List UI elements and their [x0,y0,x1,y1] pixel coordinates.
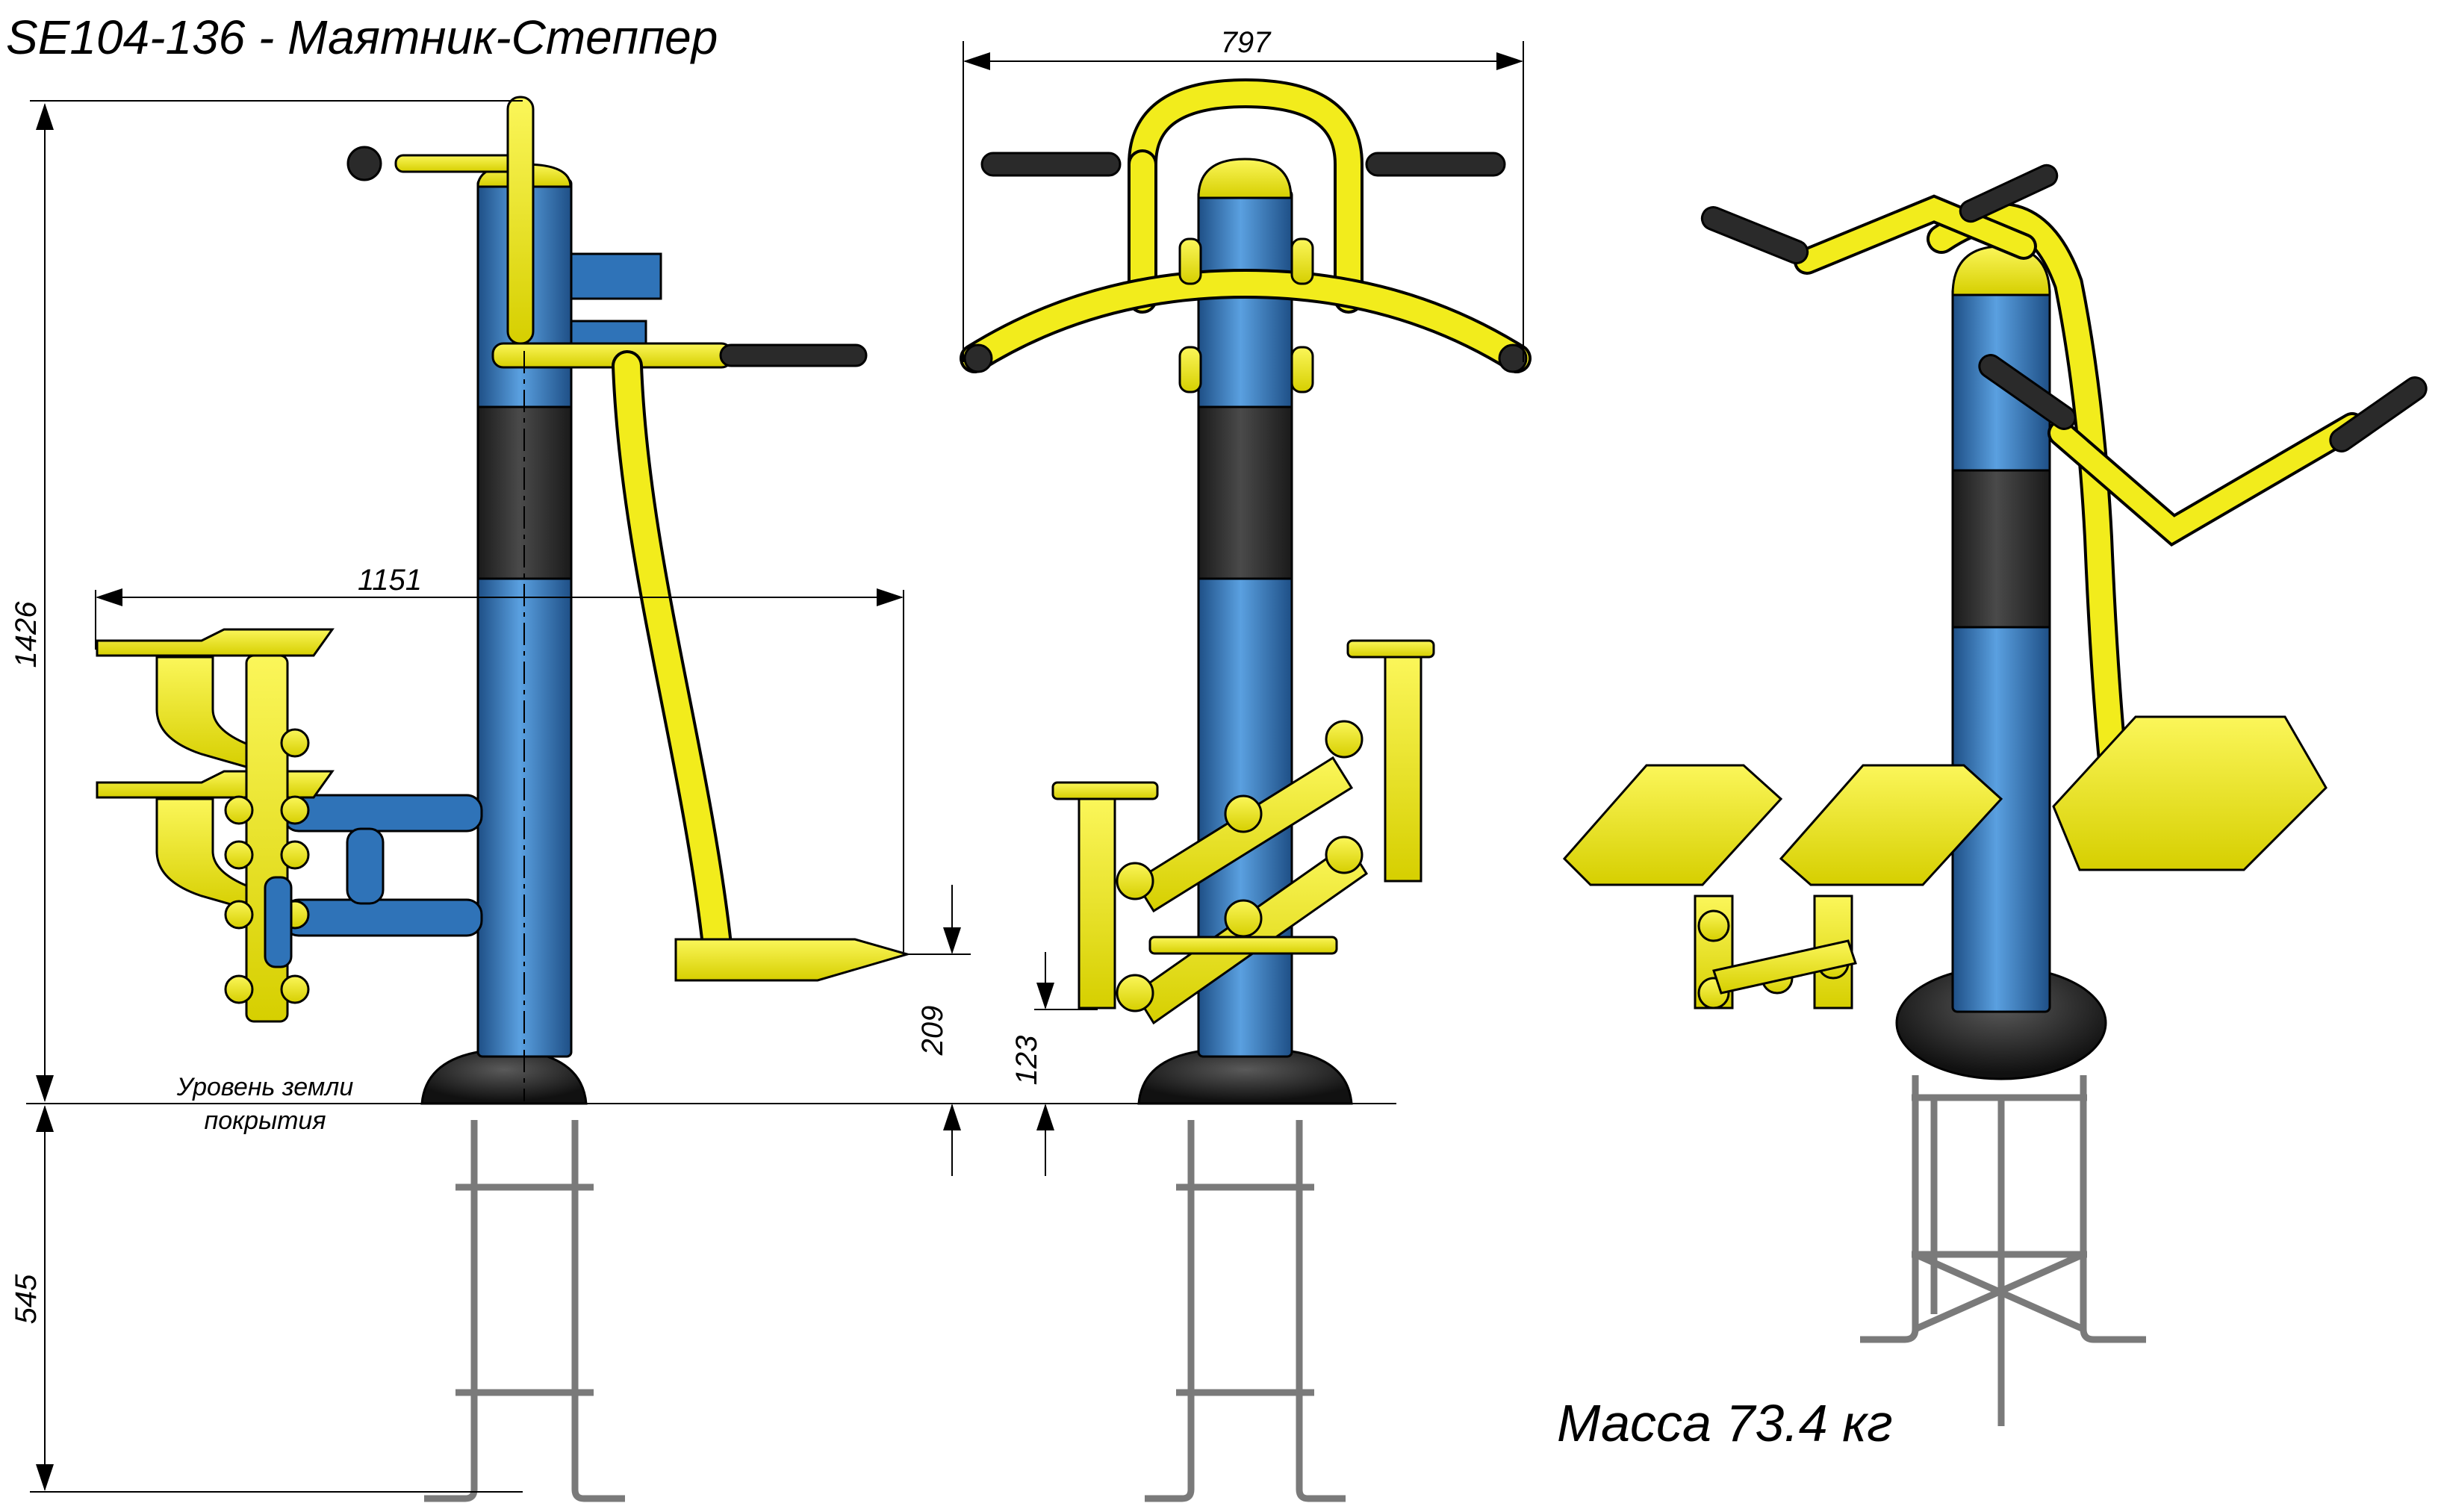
front-view [960,78,1532,1502]
iso-grips [1700,164,2428,452]
iso-view [1562,164,2428,1426]
side-pendulum-pedal [674,938,912,982]
front-base-dome [1137,1050,1353,1105]
ground-label-line2: покрытия [205,1107,326,1135]
ground-label-line1: Уровень земли [176,1073,354,1101]
dim-width-front: 797 [1221,26,1272,59]
side-bracket [570,252,662,300]
side-anchor-frame [424,1120,625,1502]
front-stepper [1051,639,1435,1025]
dimension-lines [26,41,1524,1493]
front-grips [963,152,1528,373]
front-post-cap [1197,158,1293,199]
side-base-dome [420,1050,588,1105]
side-stepper-arms [282,794,483,937]
iso-stepper-pedals [1562,764,2003,1009]
drawing-title: SE104-136 - Маятник-Степпер [6,10,718,64]
iso-arm [1794,194,2366,851]
iso-post-band [1951,469,2051,629]
dim-width-side: 1151 [358,564,422,597]
iso-post-cap [1951,245,2051,296]
dim-height-total: 1426 [10,601,43,668]
dim-foot-front: 123 [1010,1036,1043,1086]
iso-right-pedal [2052,715,2328,871]
dim-foot-side: 209 [916,1006,949,1057]
front-pivots [1178,237,1314,393]
front-post-band [1197,405,1293,580]
front-handle-arc [960,78,1532,373]
front-anchor-frame [1145,1120,1346,1502]
side-stepper-linkage [96,628,335,1023]
mass-label: Масса 73.4 кг [1557,1394,1893,1452]
side-pivot-bar [491,342,868,369]
dim-underground: 545 [10,1274,43,1324]
iso-anchor-frame [1860,1075,2146,1426]
side-view [96,96,912,1502]
